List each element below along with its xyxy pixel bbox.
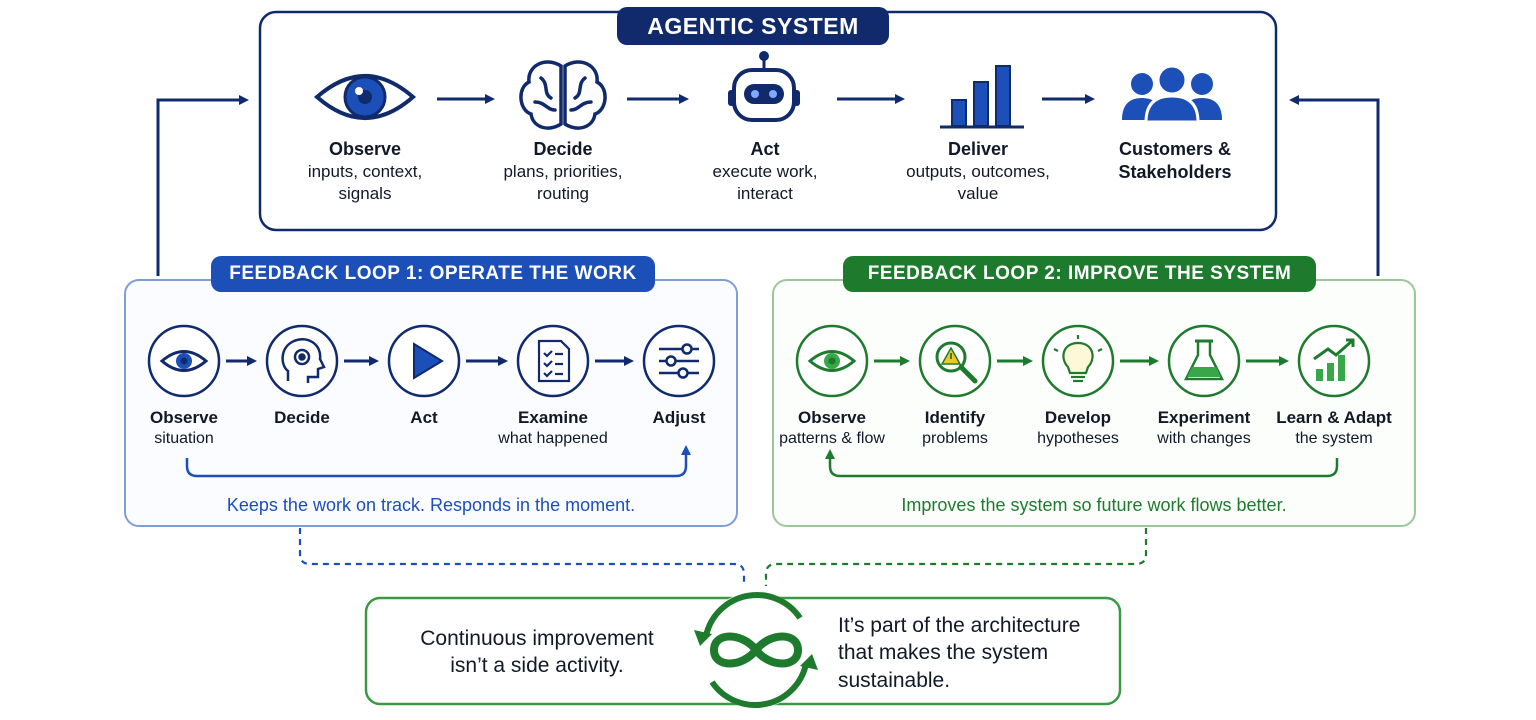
loop2-step-sub: problems <box>922 430 988 448</box>
loop2-return-arrow <box>825 449 1339 478</box>
agentic-step-sub: outputs, outcomes, <box>906 162 1050 182</box>
left-return-arrow <box>156 95 249 276</box>
loop1-step-adjust: Adjust <box>619 407 739 429</box>
loop2-step-sub: with changes <box>1157 430 1251 448</box>
agentic-step-sub: interact <box>737 184 793 204</box>
eye-icon <box>313 74 417 120</box>
eye-icon <box>159 350 209 372</box>
people-icon <box>1122 64 1222 124</box>
bottom-right-text: It’s part of the architecture that makes… <box>838 612 1108 694</box>
agentic-step-sub: routing <box>537 184 589 204</box>
loop2-step-sub: patterns & flow <box>779 430 885 448</box>
loop1-step-sub: situation <box>154 430 214 448</box>
loop2-step-label: Observe <box>797 408 867 427</box>
bottom-right-line: that makes the system <box>838 641 1049 665</box>
play-icon <box>413 342 444 380</box>
agentic-step-label: Decide <box>533 139 593 159</box>
loop2-step-sub: the system <box>1295 430 1373 448</box>
bottom-left-text: Continuous improvement isn’t a side acti… <box>392 625 682 680</box>
agentic-step-label: Customers & <box>1118 139 1232 159</box>
loop2-step-label: Develop <box>1044 408 1112 427</box>
flask-icon <box>1183 339 1225 381</box>
sliders-icon <box>659 343 699 379</box>
infinity-icon <box>694 591 818 709</box>
agentic-step-customers: Customers & Stakeholders <box>1095 138 1255 185</box>
loop2-caption: Improves the system so future work flows… <box>901 495 1287 515</box>
loop1-step-label: Observe <box>149 408 219 427</box>
bottom-right-line: sustainable. <box>838 668 951 692</box>
loop2-step-label: Identify <box>924 408 986 427</box>
loop2-title: FEEDBACK LOOP 2: IMPROVE THE SYSTEM <box>843 256 1316 292</box>
bottom-left-line: isn’t a side activity. <box>450 654 624 678</box>
eye-icon <box>807 350 857 372</box>
loop1-step-label: Decide <box>274 408 330 427</box>
loop2-dashed-connector <box>764 528 1148 586</box>
loop1-step-label: Adjust <box>652 408 706 427</box>
checklist-icon <box>537 339 571 383</box>
loop1-step-examine: Examine what happened <box>483 407 623 450</box>
loop1-step-decide: Decide <box>242 407 362 429</box>
agentic-step-label: Observe <box>328 139 402 159</box>
loop2-step-observe: Observe patterns & flow <box>767 407 897 450</box>
loop2-step-develop: Develop hypotheses <box>1018 407 1138 450</box>
loop1-title: FEEDBACK LOOP 1: OPERATE THE WORK <box>211 256 655 292</box>
brain-icon <box>519 60 607 130</box>
loop1-box <box>124 279 738 527</box>
agentic-step-label: Stakeholders <box>1118 162 1232 183</box>
loop2-step-experiment: Experiment with changes <box>1144 407 1264 450</box>
loop1-step-label: Act <box>410 408 438 427</box>
agentic-step-sub: execute work, <box>712 162 818 182</box>
agentic-step-act: Act execute work, interact <box>685 138 845 206</box>
robot-icon <box>728 51 800 122</box>
agentic-step-deliver: Deliver outputs, outcomes, value <box>888 138 1068 206</box>
bottom-left-line: Continuous improvement <box>420 627 654 650</box>
head-gear-icon <box>281 338 326 383</box>
loop1-step-sub: what happened <box>498 430 608 448</box>
agentic-step-sub: plans, priorities, <box>503 162 623 182</box>
loop2-step-sub: hypotheses <box>1037 430 1119 448</box>
loop2-step-label: Experiment <box>1157 408 1251 427</box>
right-return-arrow <box>1289 95 1380 276</box>
agentic-step-label: Act <box>750 139 780 159</box>
loop1-step-observe: Observe situation <box>124 407 244 450</box>
agentic-step-decide: Decide plans, priorities, routing <box>478 138 648 206</box>
agentic-step-sub: inputs, context, <box>307 162 423 182</box>
loop1-caption: Keeps the work on track. Responds in the… <box>226 495 636 515</box>
loop1-step-act: Act <box>364 407 484 429</box>
loop1-dashed-connector <box>298 528 746 586</box>
bar-chart-icon <box>940 65 1024 129</box>
agentic-step-observe: Observe inputs, context, signals <box>285 138 445 206</box>
lightbulb-icon <box>1053 335 1103 383</box>
loop1-return-arrow <box>185 445 691 478</box>
loop1-step-label: Examine <box>518 408 588 427</box>
magnifier-warning-icon <box>935 341 978 384</box>
bottom-right-line: It’s part of the architecture <box>838 614 1081 637</box>
agentic-system-title: AGENTIC SYSTEM <box>617 7 889 45</box>
loop2-step-identify: Identify problems <box>895 407 1015 450</box>
growth-chart-icon <box>1313 338 1355 381</box>
loop2-box <box>772 279 1416 527</box>
loop2-step-label: Learn & Adapt <box>1276 408 1392 427</box>
agentic-step-sub: signals <box>338 184 392 204</box>
agentic-step-sub: value <box>957 184 999 204</box>
agentic-step-label: Deliver <box>947 139 1009 159</box>
loop2-step-learn: Learn & Adapt the system <box>1269 407 1399 450</box>
